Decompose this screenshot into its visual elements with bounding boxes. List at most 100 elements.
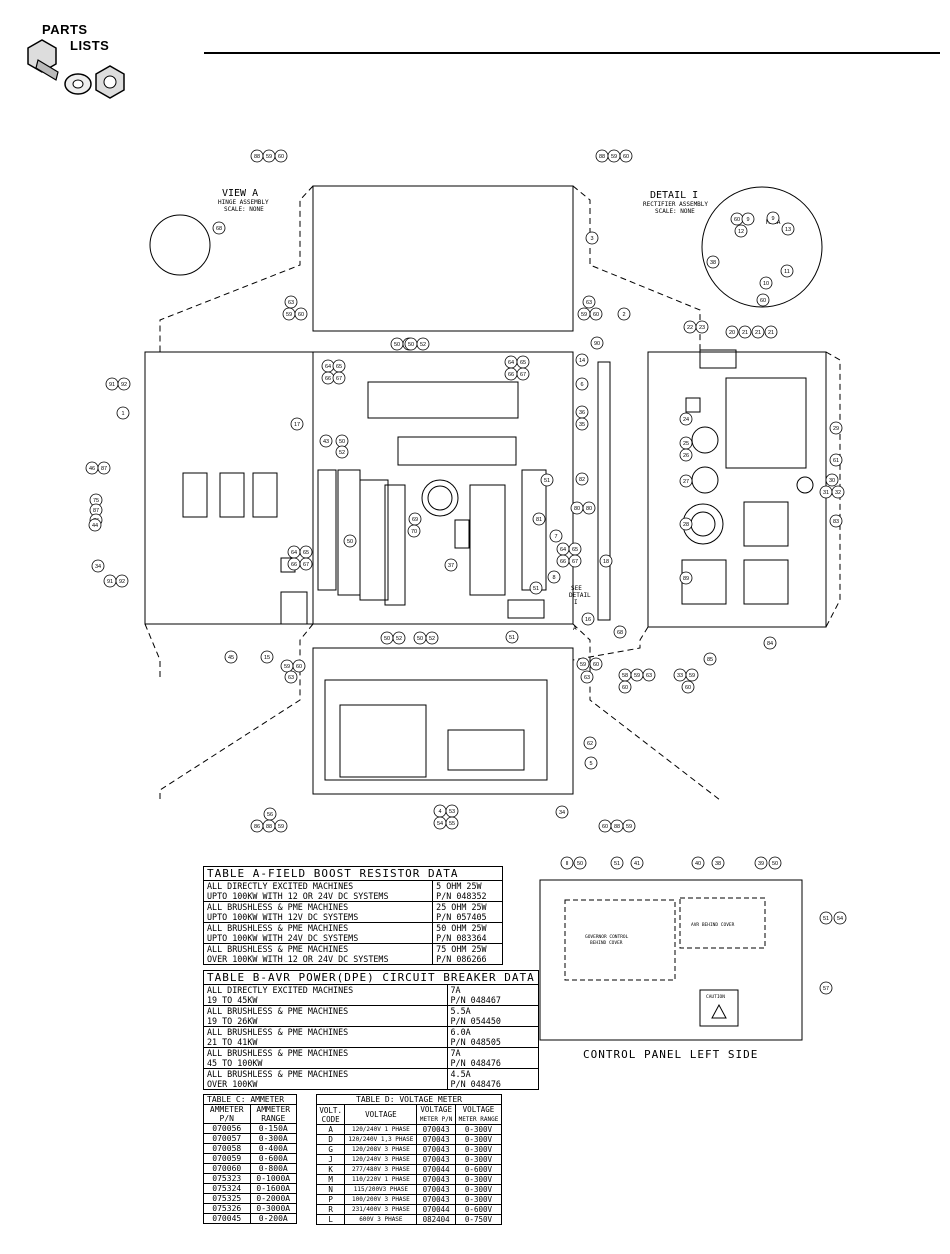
callout-bubble: 84 [763,636,777,650]
callout-number: 60 [623,154,629,160]
table-a-val: P/N 083364 [432,933,503,944]
callout-bubble: 56 [263,807,277,821]
callout-number: 88 [266,824,272,830]
callout-number: 67 [336,376,342,382]
callout-number: 38 [710,260,716,266]
table-b-desc: 19 TO 26KW [203,1016,448,1027]
callout-bubble: 64 [504,355,518,369]
callout-bubble: 65 [568,542,582,556]
callout-bubble: 64 [321,359,335,373]
callout-number: 59 [266,154,272,160]
callout-bubble: 65 [299,545,313,559]
callout-bubble: 39 [754,856,768,870]
callout-number: 25 [683,441,689,447]
callout-bubble: 51 [505,630,519,644]
caution-sticker: CAUTION [706,994,725,1000]
callout-number: 17 [294,422,300,428]
meter-pn-cell: 070043 [416,1144,456,1155]
callout-number: 60 [602,824,608,830]
detail-sub1: RECTIFIER ASSEMBLY [643,201,708,208]
callout-bubble: 32 [831,485,845,499]
callout-bubble: 22 [683,320,697,334]
callout-bubble: 35 [575,417,589,431]
callout-bubble: 50 [573,856,587,870]
callout-number: 65 [572,547,578,553]
callout-bubble: 60 [598,819,612,833]
callout-bubble: 25 [679,436,693,450]
callout-number: 65 [336,364,342,370]
callout-number: 60 [296,664,302,670]
ammeter-pn-cell: 075324 [203,1183,251,1194]
callout-bubble: 87 [97,461,111,475]
callout-number: 29 [833,426,839,432]
callout-bubble: 65 [516,355,530,369]
callout-number: 63 [586,300,592,306]
callout-bubble: 28 [679,517,693,531]
table-d-voltage-meter: TABLE D: VOLTAGE METER VOLT.CODE VOLTAGE… [315,1094,503,1225]
callout-number: 50 [347,539,353,545]
callout-number: 89 [683,576,689,582]
callout-bubble: 66 [504,367,518,381]
callout-number: 58 [622,673,628,679]
governor-sticker-1: GOVERNOR CONTROL [585,934,629,940]
callout-bubble: 86 [250,819,264,833]
callout-bubble: 60 [294,307,308,321]
callout-number: 69 [412,517,418,523]
bottom-inner-plate [324,679,548,781]
table-b-title: TABLE B-AVR POWER(DPE) CIRCUIT BREAKER D… [203,970,539,985]
callout-bubble: 59 [685,668,699,682]
volt-code-cell: K [315,1164,346,1175]
callout-number: 59 [284,664,290,670]
callout-number: 27 [683,479,689,485]
callout-number: 22 [687,325,693,331]
ammeter-range-cell: 0-150A [249,1123,297,1134]
parts-lists-logo: PARTS LISTS [18,18,138,100]
meter-pn-cell: 082404 [416,1214,456,1225]
callout-bubble: 15 [260,650,274,664]
callout-bubble: 66 [321,371,335,385]
nut-bolt-icon [27,39,125,99]
meter-pn-cell: 070043 [416,1184,456,1195]
callout-number: 55 [449,821,455,827]
callout-number: 56 [267,812,273,818]
callout-number: 60 [278,154,284,160]
callout-bubble: 44 [88,518,102,532]
callout-bubble: 67 [332,371,346,385]
callout-bubble: 60 [589,657,603,671]
callout-bubble: 9 [766,211,780,225]
callout-bubble: 68 [613,625,627,639]
table-b-desc: 21 TO 41KW [203,1037,448,1048]
callout-number: 37 [448,563,454,569]
ammeter-range-cell: 0-600A [249,1153,297,1164]
callout-number: 91 [109,382,115,388]
detail-title: DETAIL I [650,190,698,201]
callout-number: 6 [580,382,583,388]
meter-range-cell: 0-600V [454,1164,503,1175]
callout-number: 85 [707,657,713,663]
logo-text-parts: PARTS [42,22,88,37]
table-b-val: P/N 048505 [446,1037,539,1048]
callout-number: 60 [298,312,304,318]
volt-code-cell: L [315,1214,346,1225]
callout-bubble: 69 [408,512,422,526]
callout-number: 41 [634,861,640,867]
callout-bubble: 52 [392,631,406,645]
table-b-val: 4.5A [446,1068,539,1079]
callout-number: 52 [339,450,345,456]
callout-number: 92 [121,382,127,388]
table-b-desc: 45 TO 100KW [203,1058,448,1069]
callout-bubble: 66 [556,554,570,568]
table-b-avr-breaker: TABLE B-AVR POWER(DPE) CIRCUIT BREAKER D… [203,970,539,1090]
callout-number: 60 [760,298,766,304]
callout-bubble: 59 [576,657,590,671]
callout-number: 61 [833,458,839,464]
callout-bubble: 24 [679,412,693,426]
callout-bubble: 60 [756,293,770,307]
